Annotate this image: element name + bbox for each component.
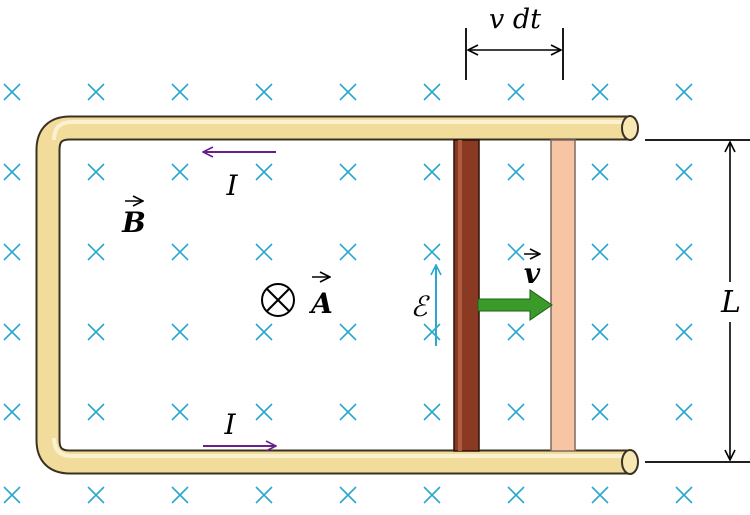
field-marker-icon	[591, 486, 609, 504]
field-label: B	[121, 206, 146, 239]
field-marker-icon	[255, 83, 273, 101]
magnetic-field-markers	[3, 83, 693, 504]
emf-label: ℰ	[411, 290, 431, 323]
field-marker-icon	[87, 83, 105, 101]
velocity-vector-label: v	[524, 254, 541, 290]
field-marker-icon	[3, 83, 21, 101]
field-marker-icon	[339, 83, 357, 101]
rail-end-top	[621, 115, 639, 141]
field-marker-icon	[87, 163, 105, 181]
field-marker-icon	[423, 243, 441, 261]
field-marker-icon	[339, 243, 357, 261]
field-marker-icon	[507, 403, 525, 421]
field-marker-icon	[591, 323, 609, 341]
field-marker-icon	[255, 163, 273, 181]
field-marker-icon	[339, 403, 357, 421]
field-marker-icon	[255, 486, 273, 504]
length-label: L	[720, 285, 741, 320]
field-marker-icon	[591, 243, 609, 261]
current-label-bottom: I	[223, 408, 236, 441]
length-dimension	[645, 139, 750, 463]
field-marker-icon	[675, 403, 693, 421]
field-marker-icon	[87, 486, 105, 504]
rail-end-bottom	[621, 449, 639, 475]
u-shaped-rail	[35, 115, 639, 475]
field-marker-icon	[87, 243, 105, 261]
field-marker-icon	[255, 243, 273, 261]
field-marker-icon	[171, 323, 189, 341]
field-marker-icon	[507, 163, 525, 181]
field-marker-icon	[255, 323, 273, 341]
field-marker-icon	[423, 403, 441, 421]
field-marker-icon	[507, 83, 525, 101]
field-marker-icon	[3, 403, 21, 421]
field-marker-icon	[3, 163, 21, 181]
current-label-top: I	[225, 169, 238, 202]
field-marker-icon	[3, 486, 21, 504]
field-marker-icon	[339, 486, 357, 504]
velocity-label: v	[524, 257, 541, 290]
velocity-arrow	[477, 289, 553, 321]
field-marker-icon	[87, 323, 105, 341]
rod-later-position	[550, 139, 576, 452]
area-label: A	[308, 287, 333, 320]
field-marker-icon	[675, 243, 693, 261]
field-marker-icon	[3, 243, 21, 261]
field-marker-icon	[171, 403, 189, 421]
field-marker-icon	[675, 83, 693, 101]
sliding-rod	[453, 139, 480, 452]
field-marker-icon	[87, 403, 105, 421]
field-marker-icon	[171, 163, 189, 181]
field-marker-icon	[255, 403, 273, 421]
field-marker-icon	[171, 83, 189, 101]
field-marker-icon	[675, 486, 693, 504]
field-marker-icon	[423, 83, 441, 101]
field-marker-icon	[423, 486, 441, 504]
field-marker-icon	[675, 323, 693, 341]
field-marker-icon	[591, 163, 609, 181]
field-marker-icon	[591, 403, 609, 421]
field-marker-icon	[507, 243, 525, 261]
field-marker-icon	[339, 163, 357, 181]
field-marker-icon	[171, 486, 189, 504]
field-marker-icon	[339, 323, 357, 341]
field-marker-icon	[423, 163, 441, 181]
field-marker-icon	[675, 163, 693, 181]
circle-cross-icon	[261, 283, 295, 317]
field-marker-icon	[171, 243, 189, 261]
displacement-dimension	[465, 28, 564, 80]
field-marker-icon	[3, 323, 21, 341]
field-marker-icon	[507, 323, 525, 341]
field-marker-icon	[507, 486, 525, 504]
field-marker-icon	[591, 83, 609, 101]
field-vector-label: B	[121, 201, 146, 239]
displacement-label: v dt	[489, 4, 541, 35]
area-vector-label: A	[308, 277, 333, 320]
field-marker-icon	[423, 323, 441, 341]
